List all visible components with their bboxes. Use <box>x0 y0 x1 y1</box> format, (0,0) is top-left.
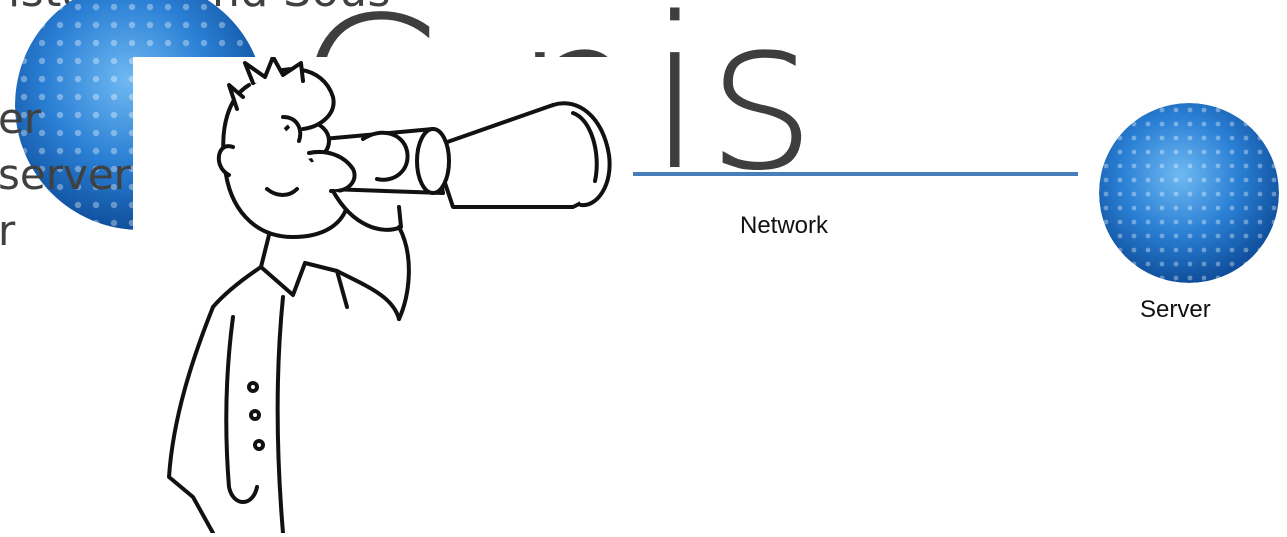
bullet-line-3: r <box>0 206 15 255</box>
network-line <box>600 172 1078 176</box>
server-label: Server <box>1140 296 1211 324</box>
network-label: Network <box>740 212 828 240</box>
server-sphere-icon <box>1099 103 1279 283</box>
bullet-line-1: er <box>0 94 41 143</box>
man-with-telescope-icon <box>133 57 633 533</box>
bullet-line-2: server <box>0 150 131 199</box>
